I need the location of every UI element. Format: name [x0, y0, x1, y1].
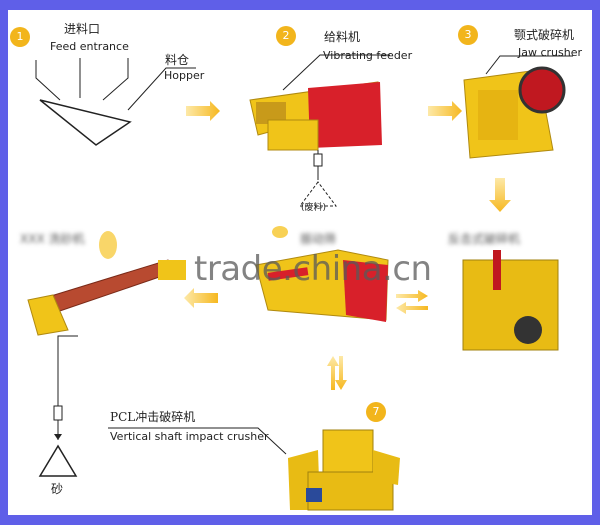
arrow-down-2: [335, 356, 347, 390]
step-7-leader-line: [108, 427, 287, 455]
step-4-label-blurred: 反击式破碎机: [448, 232, 521, 246]
vibrating-feeder-machine: [249, 81, 382, 151]
hopper-en-label: Hopper: [164, 69, 205, 82]
step-3-en-label: Jaw crusher: [518, 46, 583, 59]
waste-label: (废料): [301, 203, 327, 213]
step-6-label-blurred: XXX 洗砂机: [20, 232, 85, 246]
step-2-cn-label: 给料机: [324, 30, 361, 44]
step-3-cn-label: 颚式破碎机: [514, 28, 575, 42]
sand-screen-symbol: [53, 405, 63, 421]
spiral-washer-machine: [27, 226, 288, 336]
step-5-label-blurred: 振动筛: [300, 232, 337, 246]
flow-diagram: trade.china.cn 1 进料口 Feed entrance 料仓 Ho…: [8, 10, 592, 515]
step-7-badge: 7: [366, 402, 386, 422]
watermark: trade.china.cn: [194, 249, 432, 289]
step-2-badge: 2: [276, 26, 296, 46]
step-1-en-label: Feed entrance: [50, 40, 129, 53]
impact-crusher-machine: [462, 250, 559, 351]
step-2-leader-line: [282, 54, 390, 91]
sand-triangle: [38, 444, 78, 477]
arrow-up-1: [327, 356, 339, 390]
hopper-cn-label: 料仓: [165, 53, 190, 67]
sand-flow-line: [57, 335, 78, 440]
waste-triangle: [299, 181, 337, 207]
step-2-en-label: Vibrating feeder: [323, 49, 413, 62]
step-7-en-label: Vertical shaft impact crusher: [110, 430, 269, 443]
arrow-down-1: [489, 178, 511, 212]
step-7-cn-label: PCL冲击破碎机: [110, 410, 196, 424]
hopper-symbol: [35, 58, 196, 146]
jaw-crusher-machine: [463, 66, 566, 159]
arrow-right-1: [186, 101, 220, 121]
arrow-left-1: [184, 288, 218, 308]
arrow-right-3: [396, 290, 428, 302]
vsi-crusher-machine: [288, 429, 400, 511]
step-3-badge: 3: [458, 25, 478, 45]
step-1-badge: 1: [10, 27, 30, 47]
diagram-graphics: [27, 54, 573, 511]
arrow-left-2: [396, 302, 428, 314]
step-3-leader-line: [485, 55, 573, 75]
step-1-cn-label: 进料口: [64, 22, 101, 36]
sand-label: 砂: [51, 482, 64, 496]
arrow-right-2: [428, 101, 462, 121]
vibrating-screen-machine: [255, 249, 389, 322]
waste-screen-symbol: [313, 153, 323, 167]
